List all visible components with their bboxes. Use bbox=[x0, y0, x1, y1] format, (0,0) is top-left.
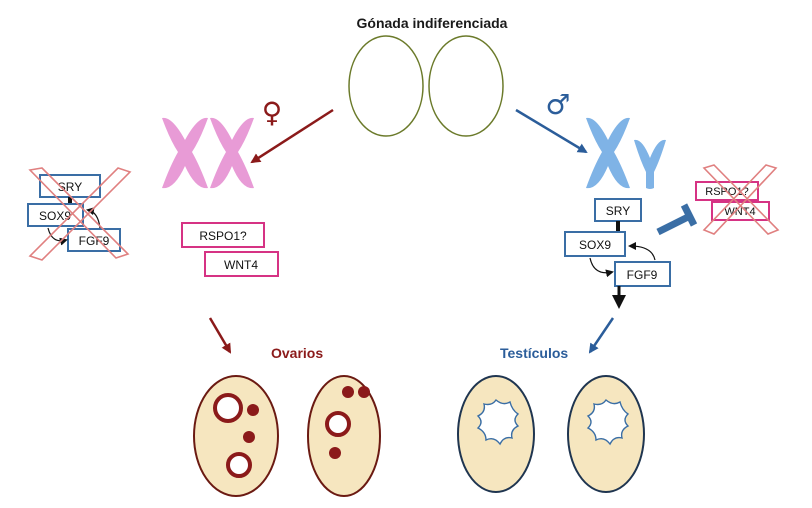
right-cross-icon bbox=[702, 164, 780, 235]
fgf9-to-sox9-arrow bbox=[628, 242, 656, 261]
ovaries-illustration bbox=[193, 375, 381, 497]
inhibition-line bbox=[656, 213, 690, 236]
diagram-title: Gónada indiferenciada bbox=[357, 15, 508, 31]
male-path-arrow bbox=[515, 108, 588, 154]
male-pathway: SRY SOX9 FGF9 bbox=[564, 198, 698, 309]
wnt4-box bbox=[204, 251, 279, 277]
sox9-label: SOX9 bbox=[579, 238, 611, 252]
testis-2 bbox=[567, 375, 645, 493]
to-testes-arrow bbox=[588, 317, 615, 354]
left-crossed-pathway: SRY SOX9 FGF9 bbox=[27, 167, 132, 261]
rspo1-box bbox=[181, 222, 265, 248]
left-sox9-label: SOX9 bbox=[39, 209, 71, 223]
left-sox9-to-fgf9-arrow bbox=[47, 227, 68, 246]
xx-chromosomes-icon bbox=[162, 117, 254, 189]
gonad-right bbox=[428, 35, 504, 137]
female-path-arrow bbox=[250, 108, 334, 164]
ovaries-label: Ovarios bbox=[271, 345, 323, 361]
to-ovaries-arrow bbox=[208, 317, 232, 354]
ovary-2 bbox=[307, 375, 381, 497]
inhibition-bar bbox=[680, 203, 698, 227]
female-symbol-icon: ♀ bbox=[262, 96, 283, 129]
female-genes: RSPO1? WNT4 bbox=[181, 222, 279, 277]
sox9-box bbox=[564, 231, 626, 257]
testis-1 bbox=[457, 375, 535, 493]
gonad-left bbox=[348, 35, 424, 137]
wnt4-label: WNT4 bbox=[224, 258, 258, 272]
fgf9-label: FGF9 bbox=[627, 268, 658, 282]
testes-label: Testículos bbox=[500, 345, 568, 361]
left-cross-icon bbox=[28, 167, 132, 261]
ovary-1 bbox=[193, 375, 279, 497]
undifferentiated-gonads bbox=[348, 35, 504, 137]
fgf9-box bbox=[614, 261, 671, 287]
xy-chromosomes-icon bbox=[586, 117, 666, 189]
testes-illustration bbox=[457, 375, 645, 493]
left-fgf9-box bbox=[67, 228, 121, 252]
right-crossed-genes: RSPO1? WNT4 bbox=[695, 164, 780, 235]
sry-label: SRY bbox=[606, 204, 630, 218]
sox9-to-fgf9-arrow bbox=[589, 257, 614, 278]
male-symbol-icon: ♂ bbox=[545, 88, 570, 121]
rspo1-label: RSPO1? bbox=[199, 229, 247, 243]
